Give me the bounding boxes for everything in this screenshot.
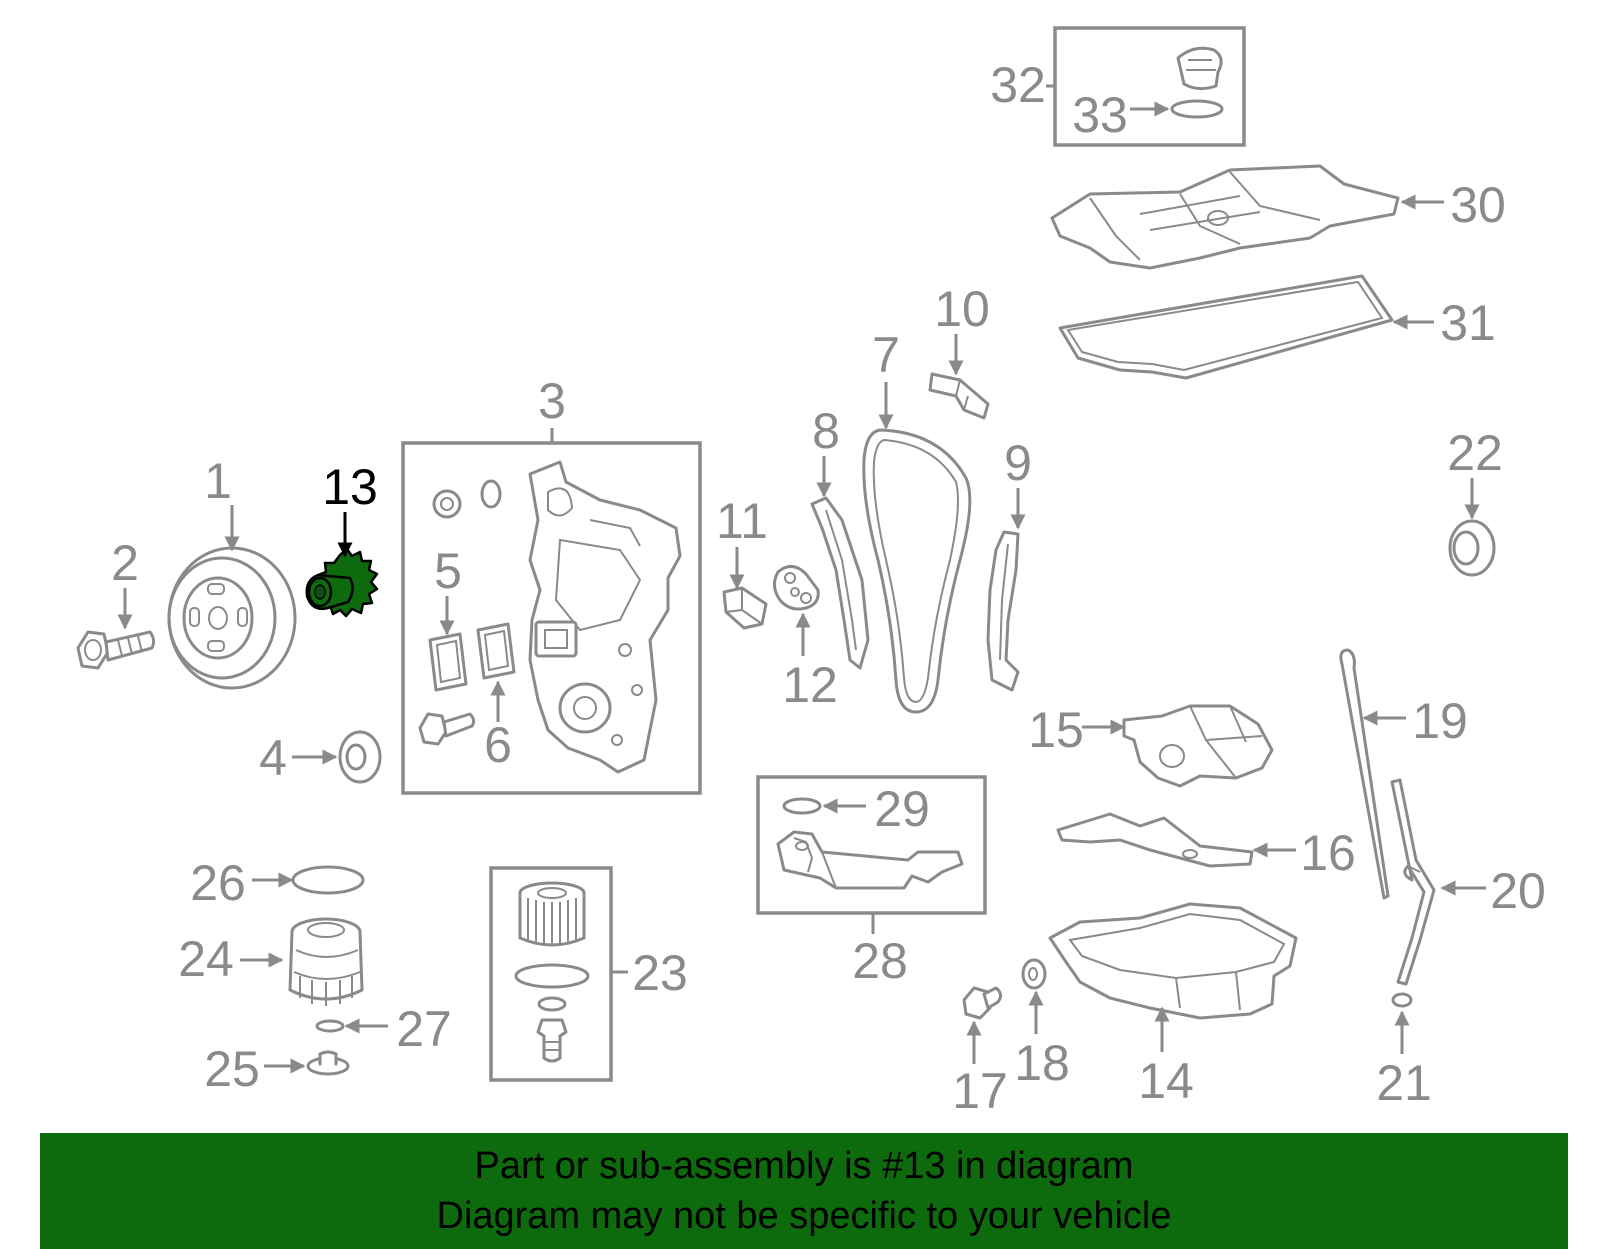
banner-line-2: Diagram may not be specific to your vehi… [436, 1195, 1172, 1237]
label-9: 9 [1004, 435, 1032, 491]
label-6: 6 [484, 717, 512, 773]
label-7: 7 [872, 327, 900, 383]
label-31: 31 [1440, 295, 1496, 351]
label-18: 18 [1014, 1035, 1070, 1091]
group-box-23 [489, 866, 613, 1082]
label-13: 13 [322, 459, 378, 515]
label-28: 28 [852, 933, 908, 989]
label-16: 16 [1300, 825, 1356, 881]
label-21: 21 [1376, 1055, 1432, 1111]
part-7-timing-chain[interactable] [862, 428, 972, 714]
label-27: 27 [396, 1001, 452, 1057]
label-33: 33 [1072, 87, 1128, 143]
label-22: 22 [1447, 425, 1503, 481]
part-16-baffle[interactable] [1056, 812, 1254, 868]
part-29-gasket[interactable] [782, 797, 822, 815]
label-11: 11 [716, 493, 768, 549]
part-8-chain-guide[interactable] [810, 496, 870, 670]
label-5: 5 [434, 543, 462, 599]
label-25: 25 [204, 1041, 260, 1097]
part-31-cover-gasket[interactable] [1058, 274, 1394, 380]
part-10-bracket[interactable] [928, 372, 990, 420]
part-12-tensioner[interactable] [773, 565, 820, 611]
part-17-drain-plug[interactable] [962, 986, 1003, 1020]
part-26-o-ring[interactable] [291, 865, 365, 895]
label-26: 26 [190, 855, 246, 911]
part-9-chain-guide[interactable] [986, 530, 1020, 692]
part-15-oil-pump[interactable] [1122, 704, 1274, 788]
part-13-crank-sprocket[interactable] [305, 547, 379, 618]
label-24: 24 [178, 931, 234, 987]
part-20-dipstick-tube[interactable] [1390, 778, 1436, 986]
label-2: 2 [111, 535, 139, 591]
part-21-o-ring[interactable] [1391, 992, 1413, 1008]
label-17: 17 [952, 1063, 1008, 1119]
label-14: 14 [1138, 1053, 1194, 1109]
label-15: 15 [1028, 702, 1084, 758]
label-12: 12 [782, 657, 838, 713]
part-30-valve-cover[interactable] [1050, 164, 1400, 270]
part-23-oil-filter-element[interactable] [514, 881, 590, 1063]
label-32: 32 [990, 57, 1046, 113]
part-24-oil-filter-cap[interactable] [288, 917, 364, 1006]
label-10: 10 [934, 281, 990, 337]
label-20: 20 [1490, 863, 1546, 919]
part-32-oil-filler-cap[interactable] [1176, 46, 1223, 91]
part-2-pulley-bolt[interactable] [76, 630, 156, 670]
label-8: 8 [812, 403, 840, 459]
part-3-timing-cover[interactable] [418, 460, 682, 774]
part-19-dipstick[interactable] [1339, 648, 1390, 900]
part-25-drain-plug[interactable] [306, 1050, 350, 1076]
label-23: 23 [632, 945, 688, 1001]
part-18-washer[interactable] [1021, 958, 1047, 990]
label-29: 29 [874, 781, 930, 837]
part-14-oil-pan[interactable] [1048, 902, 1298, 1020]
banner-line-1: Part or sub-assembly is #13 in diagram [474, 1145, 1134, 1187]
label-3: 3 [538, 373, 566, 429]
part-28-oil-strainer[interactable] [776, 830, 964, 890]
part-22-seal[interactable] [1448, 519, 1496, 577]
part-5-gasket[interactable] [428, 632, 468, 692]
label-30: 30 [1450, 177, 1506, 233]
part-4-seal[interactable] [338, 730, 382, 784]
part-1-crank-pulley[interactable] [167, 546, 297, 690]
info-banner: Part or sub-assembly is #13 in diagram D… [40, 1133, 1568, 1249]
part-27-o-ring[interactable] [315, 1019, 345, 1033]
label-19: 19 [1412, 693, 1468, 749]
label-4: 4 [259, 730, 287, 786]
part-6-gasket[interactable] [476, 622, 516, 680]
label-1: 1 [204, 453, 232, 509]
part-11-bracket[interactable] [722, 586, 768, 630]
part-33-gasket[interactable] [1170, 99, 1224, 119]
